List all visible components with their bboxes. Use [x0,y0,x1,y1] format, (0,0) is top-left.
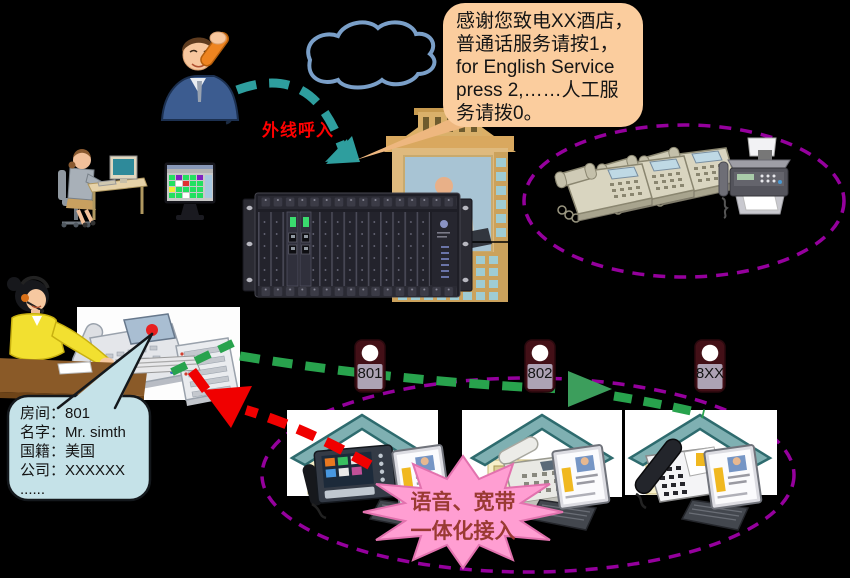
greeting-line: for English Service [456,57,615,78]
caller-clipart [160,31,240,125]
starburst-line: 语音、宽带 [410,491,516,514]
pbx-control-card-1 [286,211,299,287]
guest-info-callout-shape [6,332,154,502]
pbx-control-card-2 [299,211,312,287]
console-alert-dot [146,324,158,336]
greeting-bubble-text: 感谢您致电XX酒店， 普通话服务请按1， for English Service… [456,10,640,125]
route-green-arrow [170,339,706,419]
pbx-rack [242,192,516,298]
guest-info-line: 名字：Mr. simth [20,424,126,441]
starburst-text: 语音、宽带 一体化接入 [394,488,532,546]
route-green-arrowhead [568,371,612,407]
starburst-shape [362,454,564,570]
greeting-bubble-shape [356,3,643,160]
greeting-line: 务请拨0。 [456,103,543,124]
guest-rooms-zone-ellipse [260,376,796,574]
network-cloud-icon [306,20,437,90]
starburst-line: 一体化接入 [410,520,516,543]
route-red-arrowhead [203,386,252,428]
guest-info-line: 国籍：美国 [20,443,96,460]
door-tag-8xx-label: 8XX [695,365,725,382]
greeting-line: 感谢您致电XX酒店， [456,11,634,32]
guest-info-line: 房间：801 [20,405,91,422]
guest-info-text: 房间：801 名字：Mr. simth 国籍：美国 公司：XXXXXX ....… [20,404,146,499]
room-status-grid [169,175,212,198]
door-tag-802-label: 802 [527,365,553,382]
analog-phones-clipart [553,145,737,223]
incoming-call-label: 外线呼入 [262,121,334,140]
guest-info-line: ...... [20,481,46,498]
fax-machine-clipart [718,137,791,219]
route-red-arrow [187,368,373,470]
greeting-line: press 2,……人工服 [456,80,619,101]
incoming-arrowhead [326,136,360,164]
door-tag-801-label: 801 [357,365,383,382]
monitoring-screen [163,161,217,220]
pbx-right-panel [432,212,457,286]
greeting-line: 普通话服务请按1， [456,34,619,55]
guest-info-line: 公司：XXXXXX [20,462,126,479]
incoming-call-arrow [235,78,360,164]
operator-workstation-clipart [58,149,148,228]
pbx-slot-area [258,212,430,286]
analog-devices-zone-ellipse [522,123,846,279]
